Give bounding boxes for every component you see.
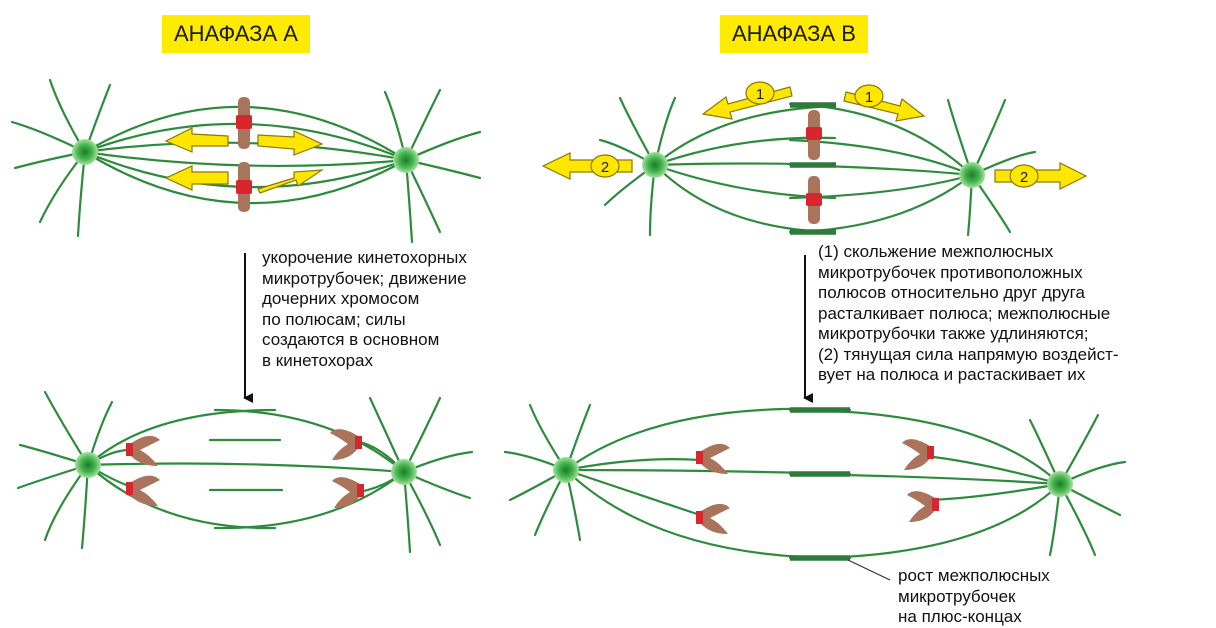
centrosome-a-bottom-right: [391, 459, 417, 485]
pulling-arrow-right: [995, 163, 1086, 189]
chromosome-b-bottom-4: [907, 491, 939, 522]
chromosome-a-bottom-3: [330, 429, 362, 460]
spindle-a-bottom: [18, 392, 472, 552]
centrosome-b-bottom-left: [553, 457, 579, 483]
centrosome-b-bottom-right: [1047, 471, 1073, 497]
astral-rays-b-bottom-right: [1030, 415, 1125, 555]
chromosome-a-top-2: [236, 162, 252, 212]
chromosome-b-top-1: [806, 110, 822, 160]
centrosome-b-top-left: [642, 152, 668, 178]
astral-rays-a-bottom-right: [370, 398, 472, 552]
spindle-a-top: [12, 80, 480, 242]
caption-growth: рост межполюсных микротрубочек на плюс-к…: [898, 566, 1138, 628]
chromosome-b-top-2: [806, 176, 822, 224]
spindle-b-bottom: [505, 405, 1125, 580]
caption-anaphase-a: укорочение кинетохорных микротрубочек; д…: [262, 248, 552, 371]
chromosome-a-bottom-4: [332, 477, 364, 508]
chromosome-b-bottom-2: [696, 504, 730, 534]
centrosome-a-bottom-left: [75, 452, 101, 478]
arrow-right-lower: [258, 170, 322, 193]
badge-pulling-left-label: 2: [601, 159, 609, 176]
chromosome-a-top-1: [236, 97, 252, 149]
badge-pulling-right-label: 2: [1020, 169, 1028, 186]
chromosome-a-bottom-2: [126, 476, 160, 506]
growth-pointer-line: [848, 560, 890, 580]
caption-anaphase-b: (1) скольжение межполюсных микротрубочек…: [818, 242, 1213, 386]
chromosome-b-bottom-1: [696, 444, 730, 474]
spindle-fibers-b-bottom: [566, 409, 1060, 558]
arrow-left-upper: [166, 128, 228, 152]
badge-sliding-left-label: 1: [756, 86, 764, 103]
spindle-b-top: 1 1 2 2: [543, 82, 1086, 235]
overlap-zones-b-bottom: [790, 410, 850, 558]
centrosome-a-top-right: [393, 147, 419, 173]
arrow-right-upper: [258, 131, 322, 155]
spindle-fibers-a-bottom: [88, 410, 404, 528]
chromosome-a-bottom-1: [126, 436, 160, 466]
centrosome-a-top-left: [72, 139, 98, 165]
centrosome-b-top-right: [959, 162, 985, 188]
chromosome-b-bottom-3: [902, 439, 934, 470]
badge-sliding-right-label: 1: [865, 89, 873, 106]
